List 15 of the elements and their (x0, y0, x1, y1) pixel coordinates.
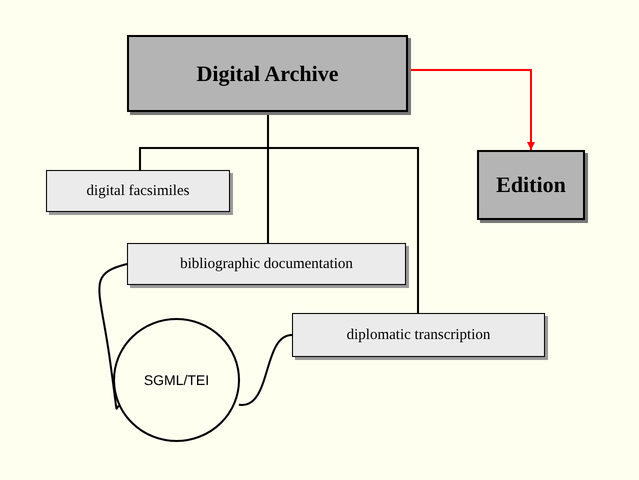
node-label: Digital Archive (196, 60, 338, 86)
connector-line (267, 112, 419, 313)
connector-line (238, 334, 292, 406)
main-box (477, 150, 585, 220)
main-box (127, 35, 408, 112)
node-label: SGML/TEI (144, 372, 210, 388)
connector-line (98, 263, 128, 409)
item-box (127, 243, 406, 285)
node-label: bibliographic documentation (180, 256, 353, 272)
arrow (408, 69, 535, 150)
node-label: Edition (496, 172, 566, 198)
node-label: diplomatic transcription (346, 326, 490, 344)
node-label: digital facsimiles (86, 182, 190, 200)
item-box (292, 313, 545, 357)
item-box (46, 170, 230, 212)
